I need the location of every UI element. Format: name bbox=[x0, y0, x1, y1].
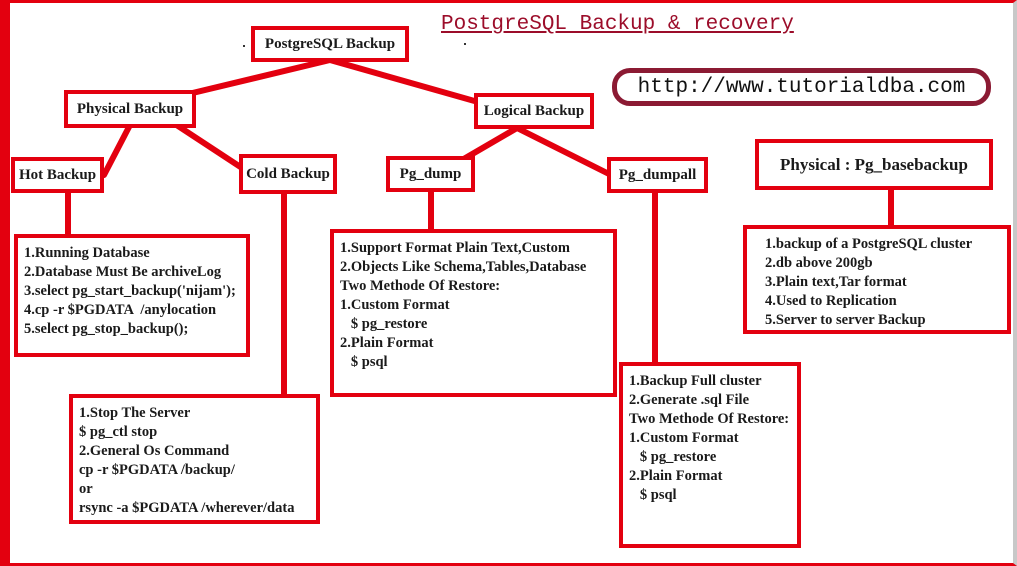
detail-line: 2.Objects Like Schema,Tables,Database bbox=[340, 259, 587, 275]
detail-line: 3.select pg_start_backup('nijam'); bbox=[24, 283, 236, 299]
pg-dumpall-details: 1.Backup Full cluster 2.Generate .sql Fi… bbox=[619, 362, 801, 548]
detail-line: $ pg_restore bbox=[340, 316, 428, 332]
node-pg-dump: Pg_dump bbox=[386, 156, 475, 192]
node-pg-dumpall: Pg_dumpall bbox=[607, 157, 708, 193]
detail-line: 3.Plain text,Tar format bbox=[765, 274, 907, 290]
hot-backup-details: 1.Running Database 2.Database Must Be ar… bbox=[14, 234, 250, 357]
node-physical-backup: Physical Backup bbox=[64, 90, 196, 128]
link-root-physical bbox=[177, 57, 333, 99]
detail-line: 1.Backup Full cluster bbox=[629, 373, 762, 389]
detail-line: Two Methode Of Restore: bbox=[340, 278, 501, 294]
detail-line: 2.Generate .sql File bbox=[629, 392, 750, 408]
detail-line: cp -r $PGDATA /backup/ bbox=[79, 462, 235, 478]
node-logical-backup: Logical Backup bbox=[474, 93, 594, 129]
detail-line: rsync -a $PGDATA /wherever/data bbox=[79, 500, 295, 516]
detail-line: $ psql bbox=[340, 354, 388, 370]
stray-dot bbox=[243, 45, 245, 47]
node-postgresql-backup: PostgreSQL Backup bbox=[251, 26, 409, 62]
detail-line: 2.db above 200gb bbox=[765, 255, 873, 271]
detail-line: 2.Plain Format bbox=[629, 468, 723, 484]
detail-line: 1.Stop The Server bbox=[79, 405, 191, 421]
main-title: PostgreSQL Backup & recovery bbox=[441, 13, 794, 36]
detail-line: 1.Running Database bbox=[24, 245, 150, 261]
node-cold-backup: Cold Backup bbox=[239, 154, 337, 194]
detail-line: 2.General Os Command bbox=[79, 443, 230, 459]
link-physical-cold bbox=[172, 121, 245, 171]
cold-backup-details: 1.Stop The Server $ pg_ctl stop 2.Genera… bbox=[69, 394, 320, 524]
detail-line: 1.backup of a PostgreSQL cluster bbox=[765, 236, 973, 252]
detail-line: 4.cp -r $PGDATA /anylocation bbox=[24, 302, 217, 318]
pg-basebackup-details: 1.backup of a PostgreSQL cluster 2.db ab… bbox=[743, 225, 1011, 334]
node-hot-backup: Hot Backup bbox=[11, 157, 104, 193]
detail-line: 5.select pg_stop_backup(); bbox=[24, 321, 189, 337]
detail-line: 1.Support Format Plain Text,Custom bbox=[340, 240, 571, 256]
detail-line: Two Methode Of Restore: bbox=[629, 411, 790, 427]
pg-dump-details: 1.Support Format Plain Text,Custom 2.Obj… bbox=[330, 229, 617, 397]
detail-line: 1.Custom Format bbox=[629, 430, 739, 446]
node-pg-basebackup: Physical : Pg_basebackup bbox=[755, 139, 993, 190]
detail-line: $ pg_ctl stop bbox=[79, 424, 158, 440]
link-logical-pgdumpall bbox=[514, 125, 612, 177]
detail-line: 5.Server to server Backup bbox=[765, 312, 926, 328]
link-logical-pgdump bbox=[459, 125, 520, 163]
website-url-badge[interactable]: http://www.tutorialdba.com bbox=[612, 68, 991, 106]
detail-line: $ psql bbox=[629, 487, 677, 503]
detail-line: 4.Used to Replication bbox=[765, 293, 897, 309]
detail-line: 2.Database Must Be archiveLog bbox=[24, 264, 222, 280]
link-physical-hot bbox=[101, 122, 133, 178]
detail-line: $ pg_restore bbox=[629, 449, 717, 465]
detail-line: 2.Plain Format bbox=[340, 335, 434, 351]
detail-line: 1.Custom Format bbox=[340, 297, 450, 313]
detail-line: or bbox=[79, 481, 93, 497]
link-root-logical bbox=[327, 57, 481, 105]
stray-dot bbox=[464, 43, 466, 45]
